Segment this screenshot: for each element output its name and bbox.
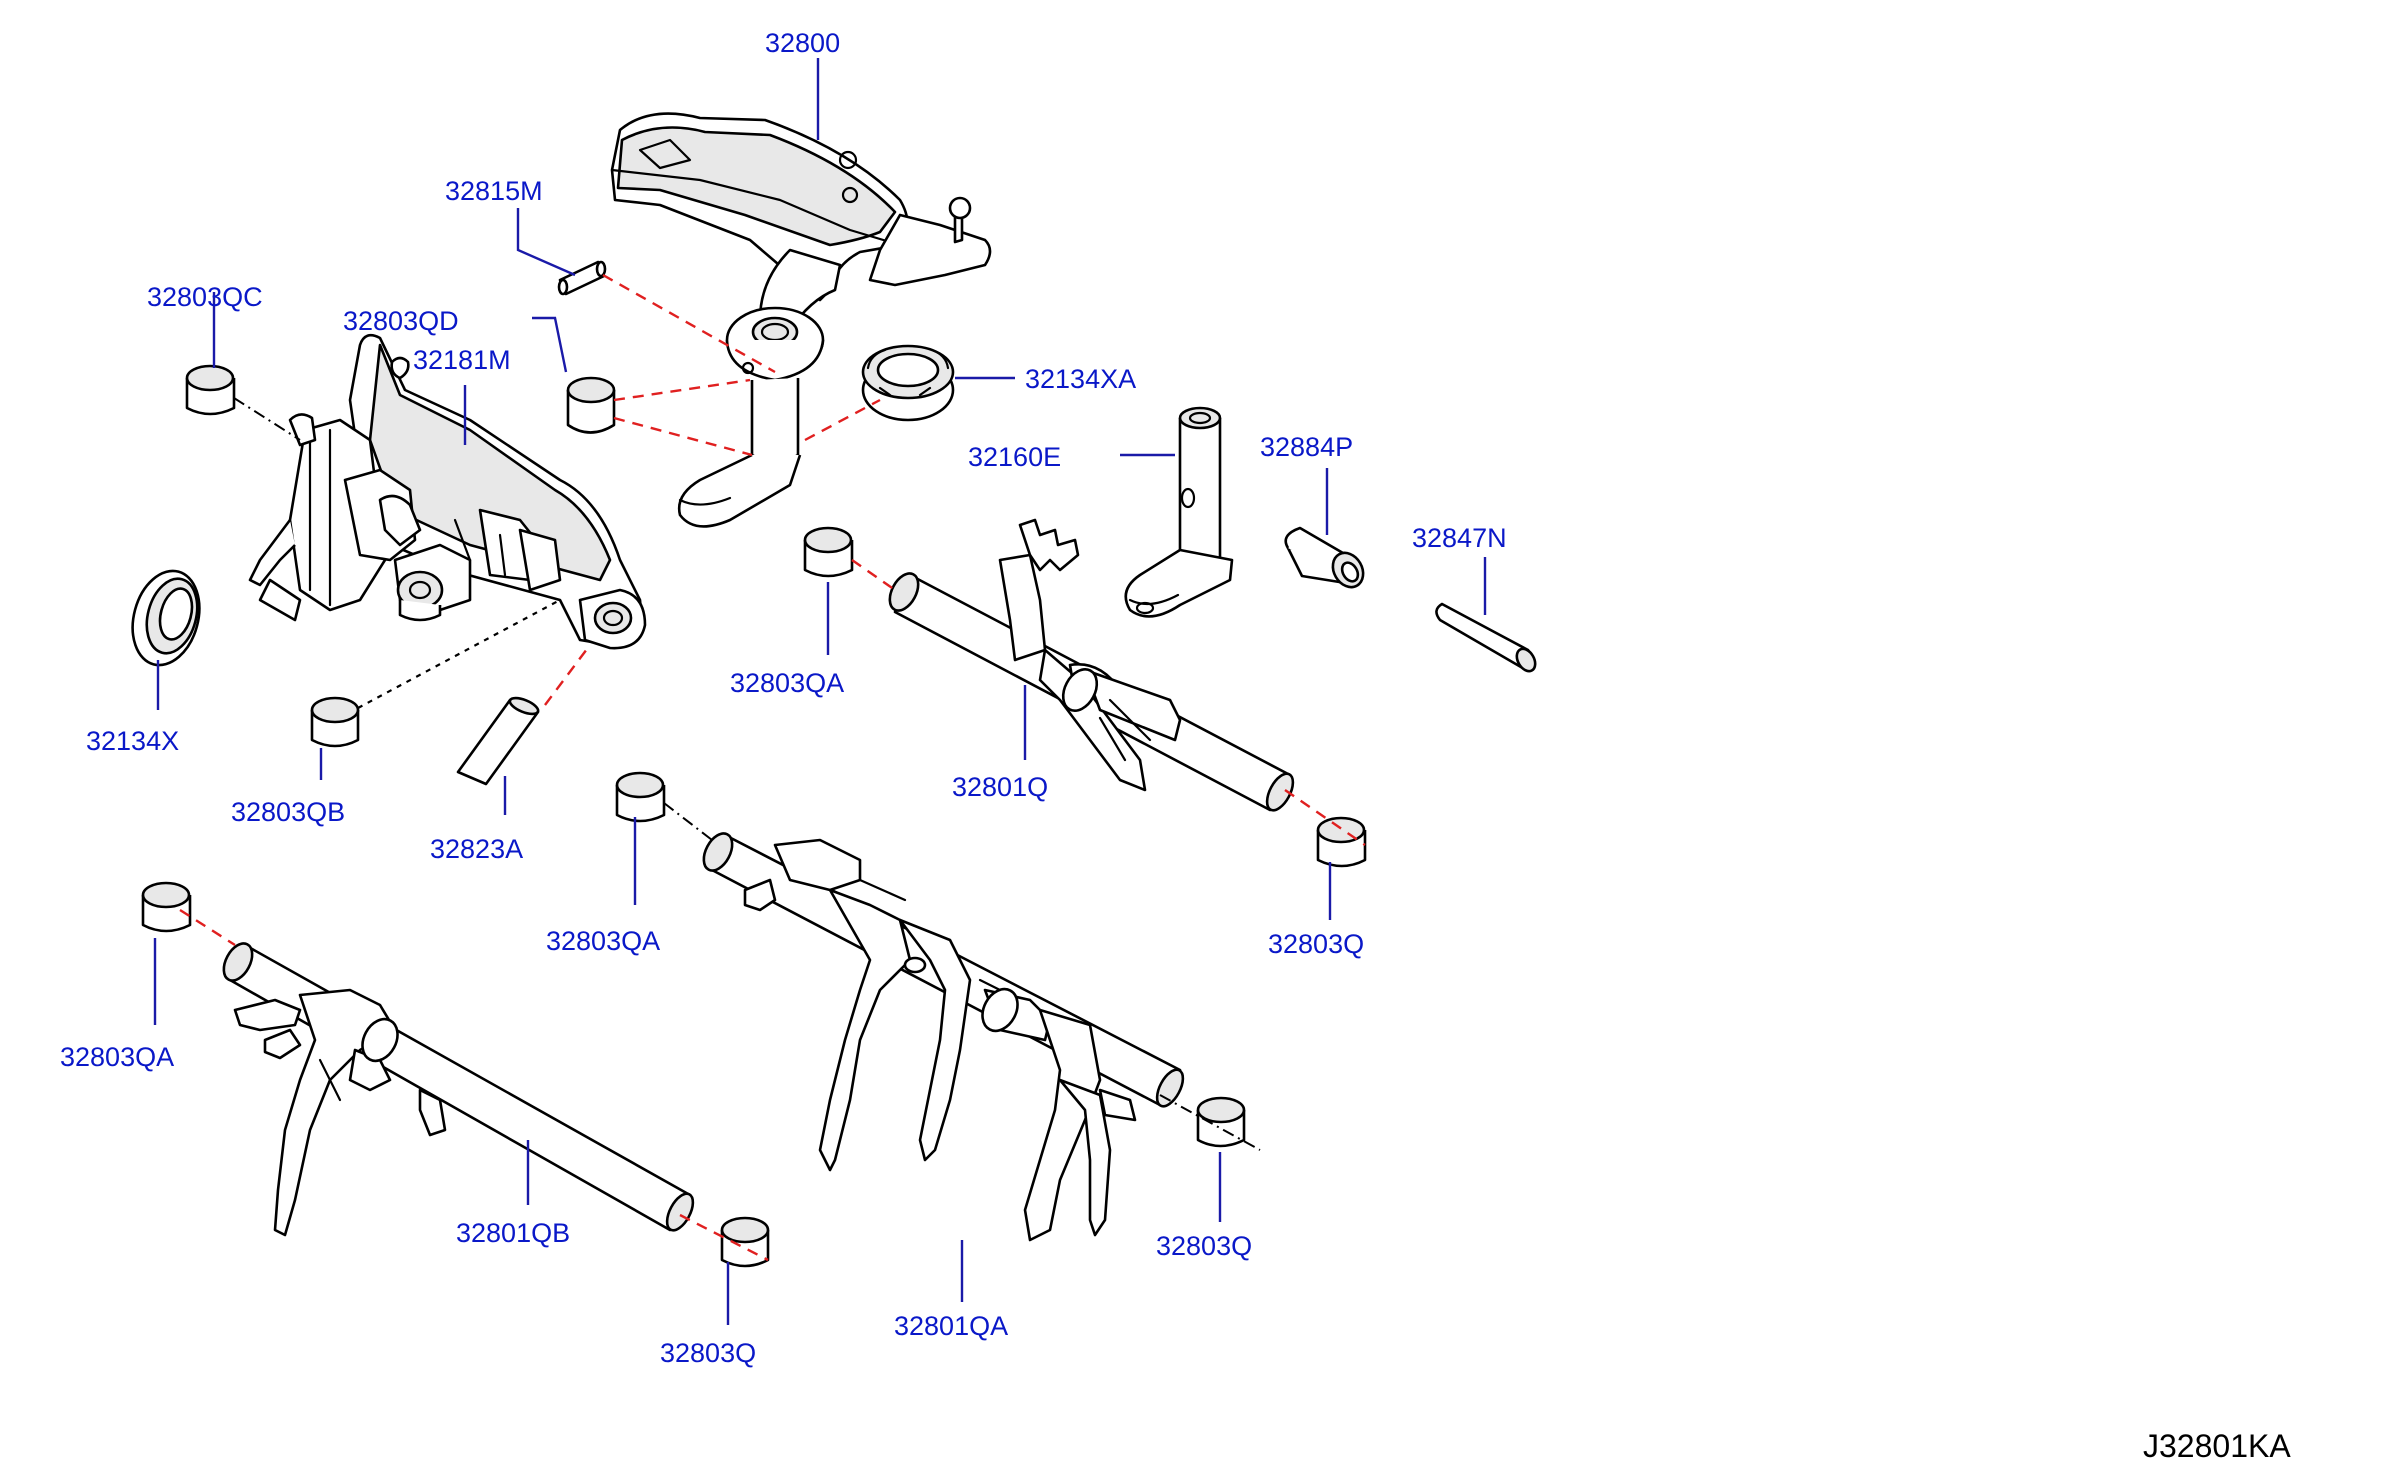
- label-32181M: 32181M: [413, 345, 511, 375]
- label-32801QB: 32801QB: [456, 1218, 571, 1248]
- part-32181M-selector-assembly: [248, 333, 647, 650]
- part-32801Q-rod-fork: [888, 518, 1295, 812]
- part-32803QC-bushing: [185, 364, 236, 416]
- label-32803QD: 32803QD: [343, 306, 459, 336]
- part-32803QA-bushing-center: [615, 771, 666, 823]
- part-32815M-pin: [557, 260, 607, 296]
- label-32803Q-right-lower: 32803Q: [1156, 1231, 1253, 1261]
- part-32803QA-bushing-left: [141, 881, 192, 933]
- label-32847N: 32847N: [1412, 523, 1507, 553]
- part-32803Q-bushing-3: [720, 1216, 770, 1268]
- connection-lines: [179, 273, 1366, 1262]
- label-32803QA-left: 32803QA: [60, 1042, 175, 1072]
- label-32134XA: 32134XA: [1025, 364, 1137, 394]
- label-32801QA: 32801QA: [894, 1311, 1009, 1341]
- part-32803QD-bushing: [566, 376, 616, 434]
- part-32134X-seal: [131, 569, 201, 667]
- label-32803Q-right-middle: 32803Q: [1268, 929, 1365, 959]
- leader-lines: [153, 58, 1487, 1325]
- label-32160E: 32160E: [968, 442, 1062, 472]
- part-32801QB-rod-fork: [222, 942, 695, 1237]
- label-32801Q: 32801Q: [952, 772, 1049, 802]
- label-32823A: 32823A: [430, 834, 524, 864]
- label-32803QB: 32803QB: [231, 797, 346, 827]
- diagram-code: J32801KA: [2143, 1428, 2291, 1464]
- label-32803Q-bottom: 32803Q: [660, 1338, 757, 1368]
- part-32803QB-bushing: [310, 696, 360, 748]
- part-32803Q-bushing-2: [1196, 1096, 1246, 1148]
- label-32800: 32800: [765, 28, 841, 58]
- part-32847N-pin: [1435, 602, 1537, 673]
- label-32803QA-center: 32803QA: [546, 926, 661, 956]
- label-32803QC: 32803QC: [147, 282, 263, 312]
- label-32803QA-upper: 32803QA: [730, 668, 845, 698]
- part-32884P-sleeve: [1284, 526, 1365, 589]
- part-32134XA-seal: [861, 344, 955, 422]
- label-32134X: 32134X: [86, 726, 180, 756]
- part-32803Q-bushing-1: [1316, 816, 1367, 868]
- part-32160E-shaft: [1124, 406, 1234, 618]
- part-32801QA-rod-forks: [702, 832, 1185, 1242]
- label-32815M: 32815M: [445, 176, 543, 206]
- part-32803QA-bushing-upper: [803, 526, 854, 578]
- part-32823A-pin: [456, 696, 540, 786]
- label-32884P: 32884P: [1260, 432, 1354, 462]
- part-32800-shift-lever: [610, 112, 992, 528]
